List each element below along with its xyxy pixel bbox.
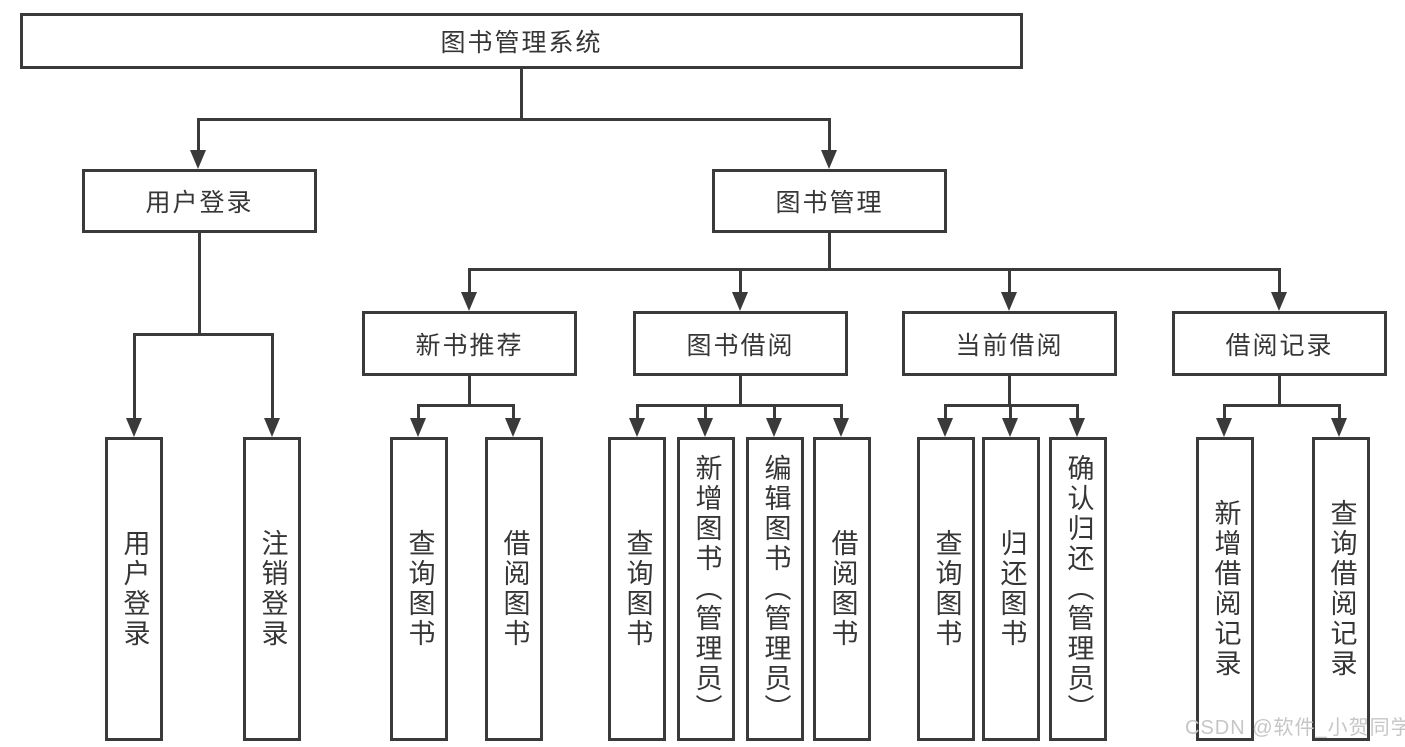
- node-search-books-borrowing: 查询图书: [608, 437, 666, 741]
- connector-drop: [1076, 404, 1079, 420]
- node-library-system: 图书管理系统: [20, 13, 1023, 69]
- node-current-borrowing: 当前借阅: [902, 311, 1117, 376]
- node-add-borrow-record: 新增借阅记录: [1196, 437, 1254, 741]
- node-search-books-recommend: 查询图书: [390, 437, 448, 741]
- connector-drop: [944, 404, 947, 420]
- node-borrowing-records: 借阅记录: [1172, 311, 1387, 376]
- arrow-down-icon: [697, 418, 713, 437]
- node-add-books-admin: 新增图书（管理员）: [677, 437, 735, 741]
- connector-drop: [512, 404, 515, 420]
- connector-book-mgmt-rail: [468, 268, 1281, 271]
- arrow-down-icon: [1271, 292, 1287, 311]
- connector-drop: [840, 404, 843, 420]
- connector-user-login-stem: [198, 233, 201, 335]
- connector-drop: [739, 268, 742, 293]
- arrow-down-icon: [732, 292, 748, 311]
- node-return-books: 归还图书: [982, 437, 1040, 741]
- csdn-watermark: CSDN @软件_小贺同学: [1185, 717, 1405, 739]
- connector-stem: [468, 376, 471, 407]
- connector-drop: [1009, 404, 1012, 420]
- connector-drop: [636, 404, 639, 420]
- connector-book-mgmt-drop: [828, 118, 831, 152]
- node-user-login-action: 用户登录: [105, 437, 163, 741]
- node-search-books-current: 查询图书: [917, 437, 975, 741]
- arrow-down-icon: [1216, 418, 1232, 437]
- connector-drop: [417, 404, 420, 420]
- arrow-down-icon: [833, 418, 849, 437]
- node-book-borrowing: 图书借阅: [633, 311, 848, 376]
- connector-drop: [1223, 404, 1226, 420]
- arrow-down-icon: [766, 418, 782, 437]
- node-borrow-books-recommend: 借阅图书: [485, 437, 543, 741]
- node-edit-books-admin: 编辑图书（管理员）: [746, 437, 804, 741]
- connector-drop: [773, 404, 776, 420]
- connector-book-mgmt-stem: [828, 233, 831, 270]
- arrow-down-icon: [629, 418, 645, 437]
- node-borrow-books: 借阅图书: [813, 437, 871, 741]
- arrow-down-icon: [461, 292, 477, 311]
- node-book-management: 图书管理: [712, 169, 947, 233]
- connector-drop: [468, 268, 471, 293]
- node-confirm-return-admin: 确认归还（管理员）: [1049, 437, 1107, 741]
- node-search-borrow-record: 查询借阅记录: [1312, 437, 1370, 741]
- connector-rail: [417, 404, 515, 407]
- connector-stem: [1278, 376, 1281, 407]
- connector-root-rail: [197, 118, 831, 121]
- arrow-down-icon: [126, 418, 142, 437]
- arrow-down-icon: [505, 418, 521, 437]
- connector-stem: [739, 376, 742, 407]
- arrow-down-icon: [264, 418, 280, 437]
- connector-user-login-drop: [197, 118, 200, 152]
- arrow-down-icon: [937, 418, 953, 437]
- connector-drop: [1338, 404, 1341, 420]
- node-logout-action: 注销登录: [243, 437, 301, 741]
- arrow-down-icon: [821, 150, 837, 169]
- arrow-down-icon: [190, 150, 206, 169]
- connector-drop: [133, 333, 136, 419]
- connector-root-stem: [520, 69, 523, 120]
- arrow-down-icon: [1001, 292, 1017, 311]
- connector-stem: [1008, 376, 1011, 407]
- connector-drop: [704, 404, 707, 420]
- connector-user-login-rail: [133, 333, 274, 336]
- node-new-book-recommendation: 新书推荐: [362, 311, 577, 376]
- connector-rail: [636, 404, 842, 407]
- connector-rail: [1223, 404, 1341, 407]
- arrow-down-icon: [1002, 418, 1018, 437]
- node-user-login: 用户登录: [82, 169, 317, 233]
- arrow-down-icon: [1331, 418, 1347, 437]
- connector-drop: [271, 333, 274, 419]
- arrow-down-icon: [410, 418, 426, 437]
- connector-drop: [1278, 268, 1281, 293]
- connector-drop: [1008, 268, 1011, 293]
- arrow-down-icon: [1069, 418, 1085, 437]
